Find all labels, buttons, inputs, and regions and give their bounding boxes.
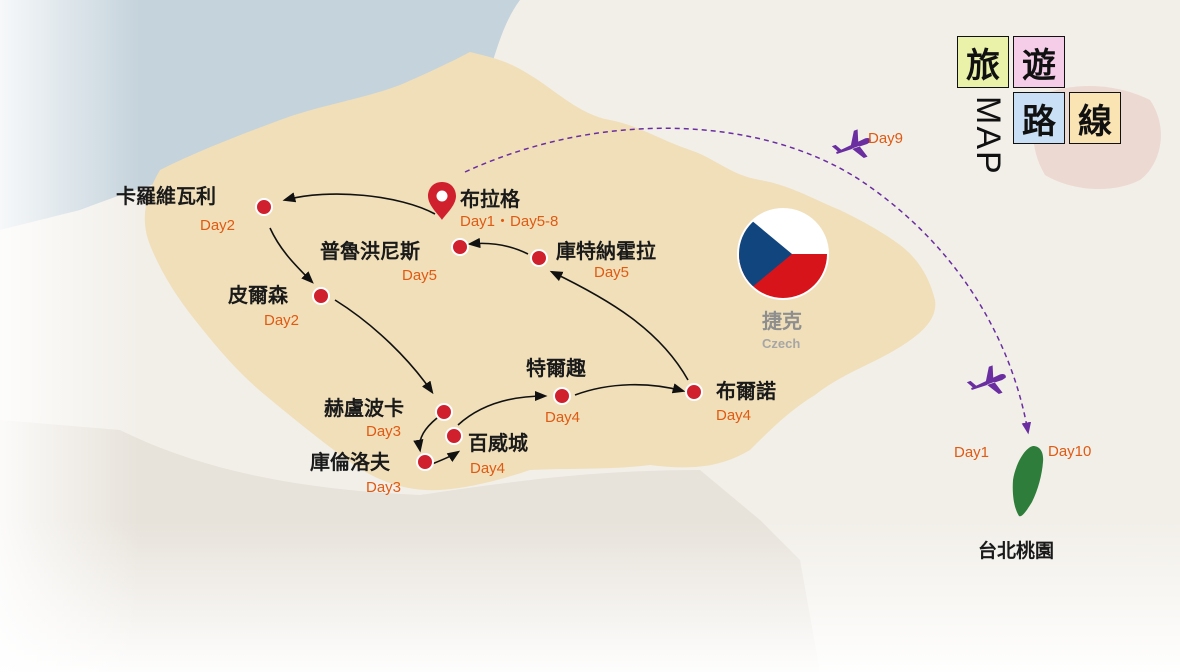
- city-telc-dot: [553, 387, 571, 405]
- route-hluboka-krumlov: [413, 417, 438, 453]
- city-kutna-days: Day5: [594, 264, 629, 281]
- city-telc-days: Day4: [545, 409, 580, 426]
- city-krumlov-name: 庫倫洛夫: [310, 450, 391, 474]
- title-char-4: 線: [1069, 92, 1121, 144]
- city-prague-name: 布拉格: [460, 187, 521, 211]
- title-char-2: 遊: [1013, 36, 1065, 88]
- flight-return-day: Day9: [868, 130, 903, 147]
- airplane-icon: [966, 365, 1006, 395]
- taiwan-island: [1012, 446, 1044, 517]
- city-krumlov-days: Day3: [366, 479, 401, 496]
- title-char-3: 路: [1013, 92, 1065, 144]
- city-pruhonice-name: 普魯洪尼斯: [320, 239, 420, 263]
- flight-arrive-day: Day10: [1048, 443, 1091, 460]
- route-telc-brno: [574, 383, 686, 396]
- city-hluboka-dot: [435, 403, 453, 421]
- czech-territory: [144, 52, 936, 491]
- city-plzen-name: 皮爾森: [228, 283, 289, 307]
- city-karlovy-name: 卡羅維瓦利: [116, 184, 216, 208]
- route-prague-karlovy: [282, 192, 436, 215]
- city-pruhonice-dot: [451, 238, 469, 256]
- flight-depart-day: Day1: [954, 444, 989, 461]
- flight-route: [464, 127, 1032, 435]
- city-kutna-name: 庫特納霍拉: [556, 239, 656, 263]
- route-karlovy-plzen: [269, 227, 314, 284]
- route-krumlov-budweis: [431, 450, 461, 465]
- title-block: 旅 遊 路 線 MAP: [957, 36, 1137, 196]
- title-char-1: 旅: [957, 36, 1009, 88]
- title-map-word: MAP: [969, 96, 1007, 176]
- city-brno-dot: [685, 383, 703, 401]
- city-kutna-dot: [530, 249, 548, 267]
- airplane-icon: [831, 129, 871, 159]
- city-karlovy-dot: [255, 198, 273, 216]
- country-name-zh: 捷克: [762, 309, 802, 333]
- route-brno-kutna: [549, 270, 689, 381]
- city-brno-days: Day4: [716, 407, 751, 424]
- country-name-en: Czech: [762, 336, 800, 351]
- route-kutna-pruhonice: [467, 237, 529, 255]
- city-brno-name: 布爾諾: [716, 379, 776, 403]
- city-budweis-name: 百威城: [468, 431, 528, 455]
- city-krumlov-dot: [416, 453, 434, 471]
- route-plzen-hluboka: [334, 299, 434, 395]
- city-budweis-days: Day4: [470, 460, 505, 477]
- czech-flag-icon: [737, 208, 829, 300]
- route-budweis-telc: [457, 390, 548, 426]
- city-plzen-days: Day2: [264, 312, 299, 329]
- city-telc-name: 特爾趣: [526, 356, 587, 380]
- city-hluboka-name: 赫盧波卡: [324, 396, 404, 420]
- city-plzen-dot: [312, 287, 330, 305]
- city-budweis-dot: [445, 427, 463, 445]
- city-prague-days: Day1・Day5-8: [460, 213, 558, 230]
- city-hluboka-days: Day3: [366, 423, 401, 440]
- city-pruhonice-days: Day5: [402, 267, 437, 284]
- city-karlovy-days: Day2: [200, 217, 235, 234]
- taiwan-label: 台北桃園: [978, 539, 1054, 562]
- location-pin-icon: [428, 182, 456, 220]
